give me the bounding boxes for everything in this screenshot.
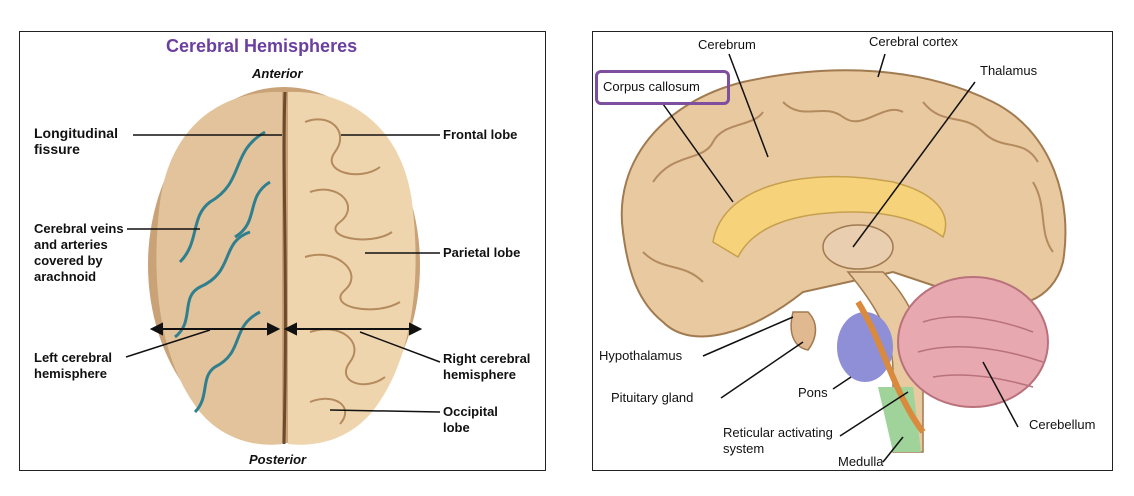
cerebellum-label: Cerebellum — [1029, 417, 1096, 432]
pituitary-gland-label: Pituitary gland — [611, 390, 694, 405]
left-hemisphere-label: Left cerebral hemisphere — [34, 350, 113, 381]
anterior-label: Anterior — [252, 66, 303, 81]
diagram-title: Cerebral Hemispheres — [166, 36, 358, 56]
corpus-callosum-label: Corpus callosum — [603, 79, 700, 94]
occipital-lobe-label: Occipital lobe — [443, 404, 498, 435]
pons-shape — [837, 312, 893, 382]
longitudinal-fissure-label: Longitudinal fissure — [34, 125, 118, 157]
left-hemisphere-shape — [156, 91, 282, 445]
thalamus-label: Thalamus — [980, 63, 1038, 78]
sagittal-brain-panel: Cerebrum Cerebral cortex Corpus callosum… — [592, 31, 1113, 471]
brain-sagittal-illustration — [620, 53, 1067, 463]
pituitary-shape — [790, 311, 817, 351]
right-hemisphere-label: Right cerebral hemisphere — [443, 351, 531, 382]
thalamus-shape — [822, 224, 894, 270]
reticular-activating-system-label: Reticular activating system — [723, 425, 833, 456]
cerebral-hemispheres-panel: Cerebral Hemispheres Anterior Posterior … — [19, 31, 546, 471]
brain-top-view-illustration — [125, 87, 441, 445]
frontal-lobe-label: Frontal lobe — [443, 127, 518, 142]
reticular-activating-system-shape — [855, 300, 926, 434]
longitudinal-fissure-line — [282, 91, 287, 445]
parietal-lobe-label: Parietal lobe — [443, 245, 521, 260]
corpus-callosum-highlight-box — [595, 70, 730, 105]
medulla-label: Medulla — [838, 454, 884, 469]
cerebral-veins-label: Cerebral veins and arteries covered by a… — [34, 221, 124, 284]
posterior-label: Posterior — [249, 452, 307, 467]
cerebrum-label: Cerebrum — [698, 37, 756, 52]
right-hemisphere-shape — [288, 91, 416, 445]
pons-label: Pons — [798, 385, 828, 400]
cerebellum-shape — [897, 276, 1049, 408]
corpus-callosum-shape — [712, 175, 947, 259]
medulla-shape — [878, 387, 921, 452]
cerebral-cortex-label: Cerebral cortex — [869, 34, 958, 49]
hypothalamus-label: Hypothalamus — [599, 348, 683, 363]
